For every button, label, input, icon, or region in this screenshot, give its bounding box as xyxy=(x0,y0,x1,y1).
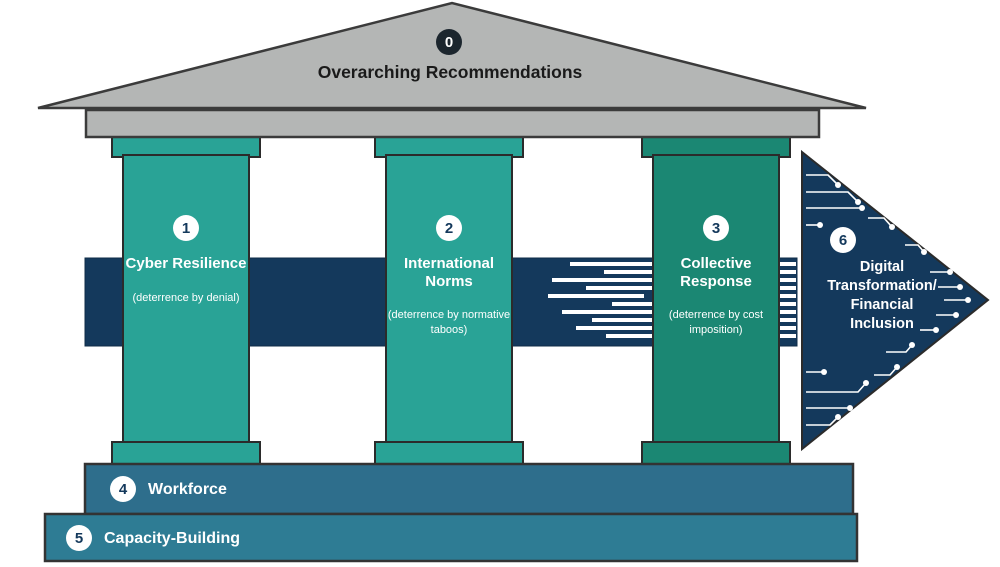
badge-3-number: 3 xyxy=(711,219,721,237)
pediment-triangle xyxy=(37,1,867,110)
badge-3: 3 xyxy=(703,215,729,241)
badge-0-number: 0 xyxy=(444,33,454,51)
pillar-collective-response: 3 Collective Response (deterrence by cos… xyxy=(650,215,782,337)
arrow-label-line-1: Digital xyxy=(859,259,905,275)
pillar-cyber-resilience-shape xyxy=(111,136,261,466)
badge-4-number: 4 xyxy=(118,480,128,498)
pediment-title: Overarching Recommendations xyxy=(317,62,583,82)
pillar-1-title: Cyber Resilience xyxy=(125,255,247,272)
pillar-collective-response-shape xyxy=(641,136,791,466)
badge-6-number: 6 xyxy=(838,231,848,249)
arrow-shape xyxy=(801,149,990,452)
circuit-traces xyxy=(806,174,971,426)
pillar-3-subtitle: (deterrence by cost imposition) xyxy=(668,309,764,336)
arrow-label-line-3: Financial xyxy=(850,297,914,314)
step-capacity-building-bar xyxy=(43,512,859,563)
pillar-cyber-resilience: 1 Cyber Resilience (deterrence by denial… xyxy=(120,215,252,305)
badge-2-number: 2 xyxy=(444,219,454,237)
pillar-international-norms-shape xyxy=(374,136,524,466)
pillar-2-title: International Norms xyxy=(403,255,494,290)
step-workforce-bar xyxy=(83,462,855,516)
badge-4: 4 xyxy=(110,476,136,502)
pillar-3-title: Collective Response xyxy=(680,255,752,290)
badge-5-number: 5 xyxy=(74,529,84,547)
entablature-beam xyxy=(84,108,821,139)
pillar-1-subtitle: (deterrence by denial) xyxy=(132,291,240,304)
step-capacity-building-label: Capacity-Building xyxy=(104,530,241,547)
badge-0: 0 xyxy=(436,29,462,55)
badge-1-number: 1 xyxy=(181,219,191,237)
pillar-international-norms: 2 International Norms (deterrence by nor… xyxy=(383,215,515,337)
badge-1: 1 xyxy=(173,215,199,241)
arrow-label-line-2: Transformation/ xyxy=(827,278,937,295)
badge-6: 6 xyxy=(830,227,856,253)
arrow-label-line-4: Inclusion xyxy=(850,316,914,333)
step-workforce-label: Workforce xyxy=(148,481,227,498)
pillar-2-subtitle: (deterrence by normative taboos) xyxy=(387,309,511,336)
badge-2: 2 xyxy=(436,215,462,241)
arrow-label: Digital Transformation/ Financial Inclus… xyxy=(812,258,952,335)
badge-5: 5 xyxy=(66,525,92,551)
